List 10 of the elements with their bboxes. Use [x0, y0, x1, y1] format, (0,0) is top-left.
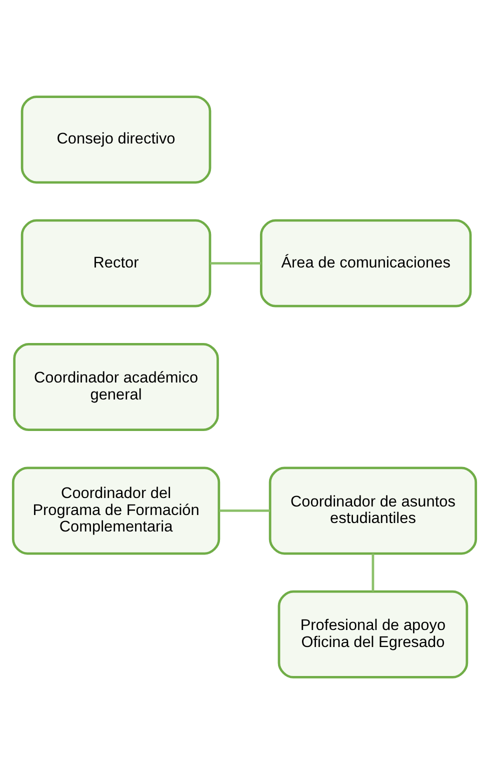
connector — [219, 509, 270, 512]
node-box: Coordinador de asuntos estudiantiles — [268, 466, 478, 554]
node-box: Coordinador del Programa de Formación Complementaria — [12, 466, 220, 554]
node-box: Coordinador académico general — [13, 342, 219, 431]
connector — [372, 553, 374, 591]
connector — [210, 262, 261, 264]
node-box: Consejo directivo — [20, 95, 212, 184]
node-box: Área de comunicaciones — [260, 218, 472, 307]
node-box: Profesional de apoyo Oficina del Egresado — [278, 590, 468, 678]
node-box: Rector — [20, 218, 212, 307]
